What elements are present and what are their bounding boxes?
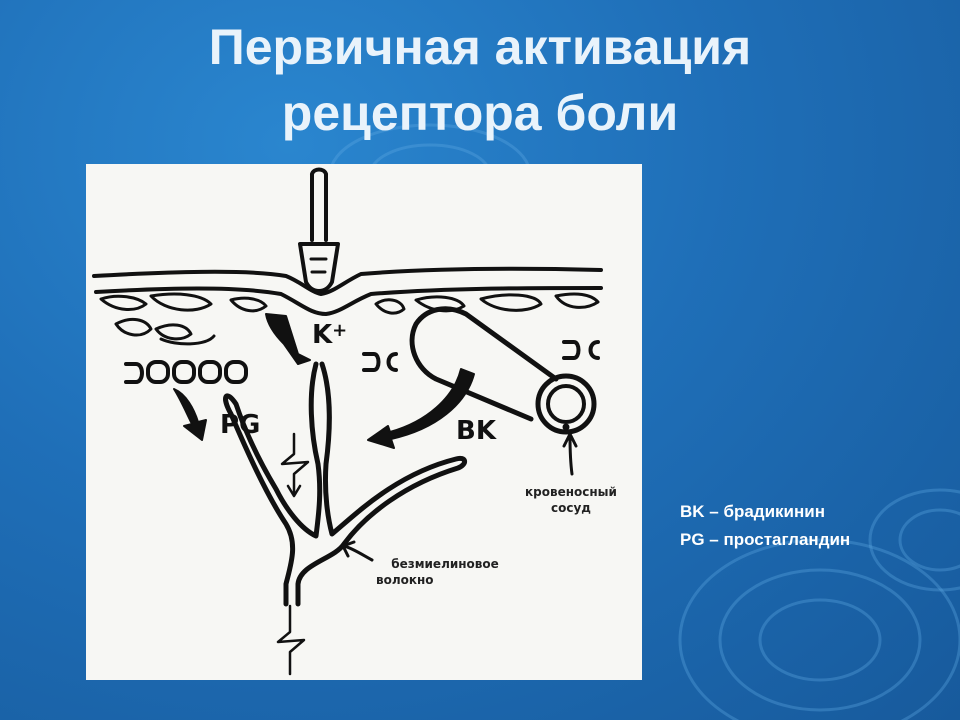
legend: BK – брадикинин PG – простагландин (680, 498, 850, 554)
bk-label: BK (456, 416, 496, 446)
needle-shaft (310, 167, 328, 242)
vessel-lumen (535, 373, 597, 435)
skin-cell (154, 323, 193, 341)
k-ion-label: K+ (312, 320, 347, 350)
vessel-pointer-arrow (562, 432, 578, 476)
skin-surface (92, 266, 603, 296)
vessel-label-line-2: сосуд (551, 501, 591, 515)
skin-cell (374, 298, 406, 315)
vessel-label-line-1: кровеносный (525, 485, 617, 499)
skin-cell (159, 334, 216, 346)
cell-pair (562, 340, 581, 360)
vessel-lumen-inner (546, 384, 586, 424)
pg-arrow (173, 388, 207, 441)
blood-vessel (409, 306, 559, 422)
bk-arrow (367, 368, 475, 449)
cell-row (124, 362, 144, 384)
diagram-drawing (92, 167, 603, 676)
k-ion-charge: + (332, 320, 348, 341)
action-potential-squiggle (280, 432, 310, 498)
skin-cell (114, 317, 153, 337)
cell-pair (588, 340, 600, 360)
skin-layer (94, 286, 603, 316)
needle-tip (298, 242, 340, 293)
skin-cell (229, 296, 268, 313)
title-line-1: Первичная активация (208, 19, 752, 75)
skin-cell (149, 292, 213, 312)
pg-label: PG (220, 410, 261, 440)
cell-row (224, 360, 248, 384)
cell-row (172, 360, 196, 384)
cell-pair (386, 352, 398, 372)
vessel-label: кровеносный сосуд (516, 484, 626, 516)
action-potential-squiggle (276, 604, 306, 676)
skin-cell (554, 292, 600, 309)
pain-receptor-diagram: K+ PG BK кровеносный сосуд безмиелиновое… (86, 164, 642, 680)
title-line-2: рецептора боли (281, 85, 679, 141)
legend-bk: BK – брадикинин (680, 502, 825, 521)
fiber-label-line-1: безмиелиновое (391, 557, 499, 571)
skin-cell (414, 295, 466, 313)
legend-pg: PG – простагландин (680, 530, 851, 549)
fiber-label: безмиелиновое волокно (370, 556, 520, 588)
skin-cell (479, 293, 543, 312)
cell-row (146, 360, 170, 384)
cell-row (198, 360, 222, 384)
nerve-fiber (295, 361, 467, 607)
page-title: Первичная активация рецептора боли (0, 14, 960, 146)
fiber-pointer-arrow (341, 540, 374, 562)
nerve-fiber (223, 361, 323, 607)
fiber-label-line-2: волокно (376, 573, 434, 587)
cell-pair (362, 352, 381, 372)
k-arrow (265, 313, 311, 365)
skin-cell (99, 294, 148, 311)
k-ion-letter: K (312, 320, 333, 350)
